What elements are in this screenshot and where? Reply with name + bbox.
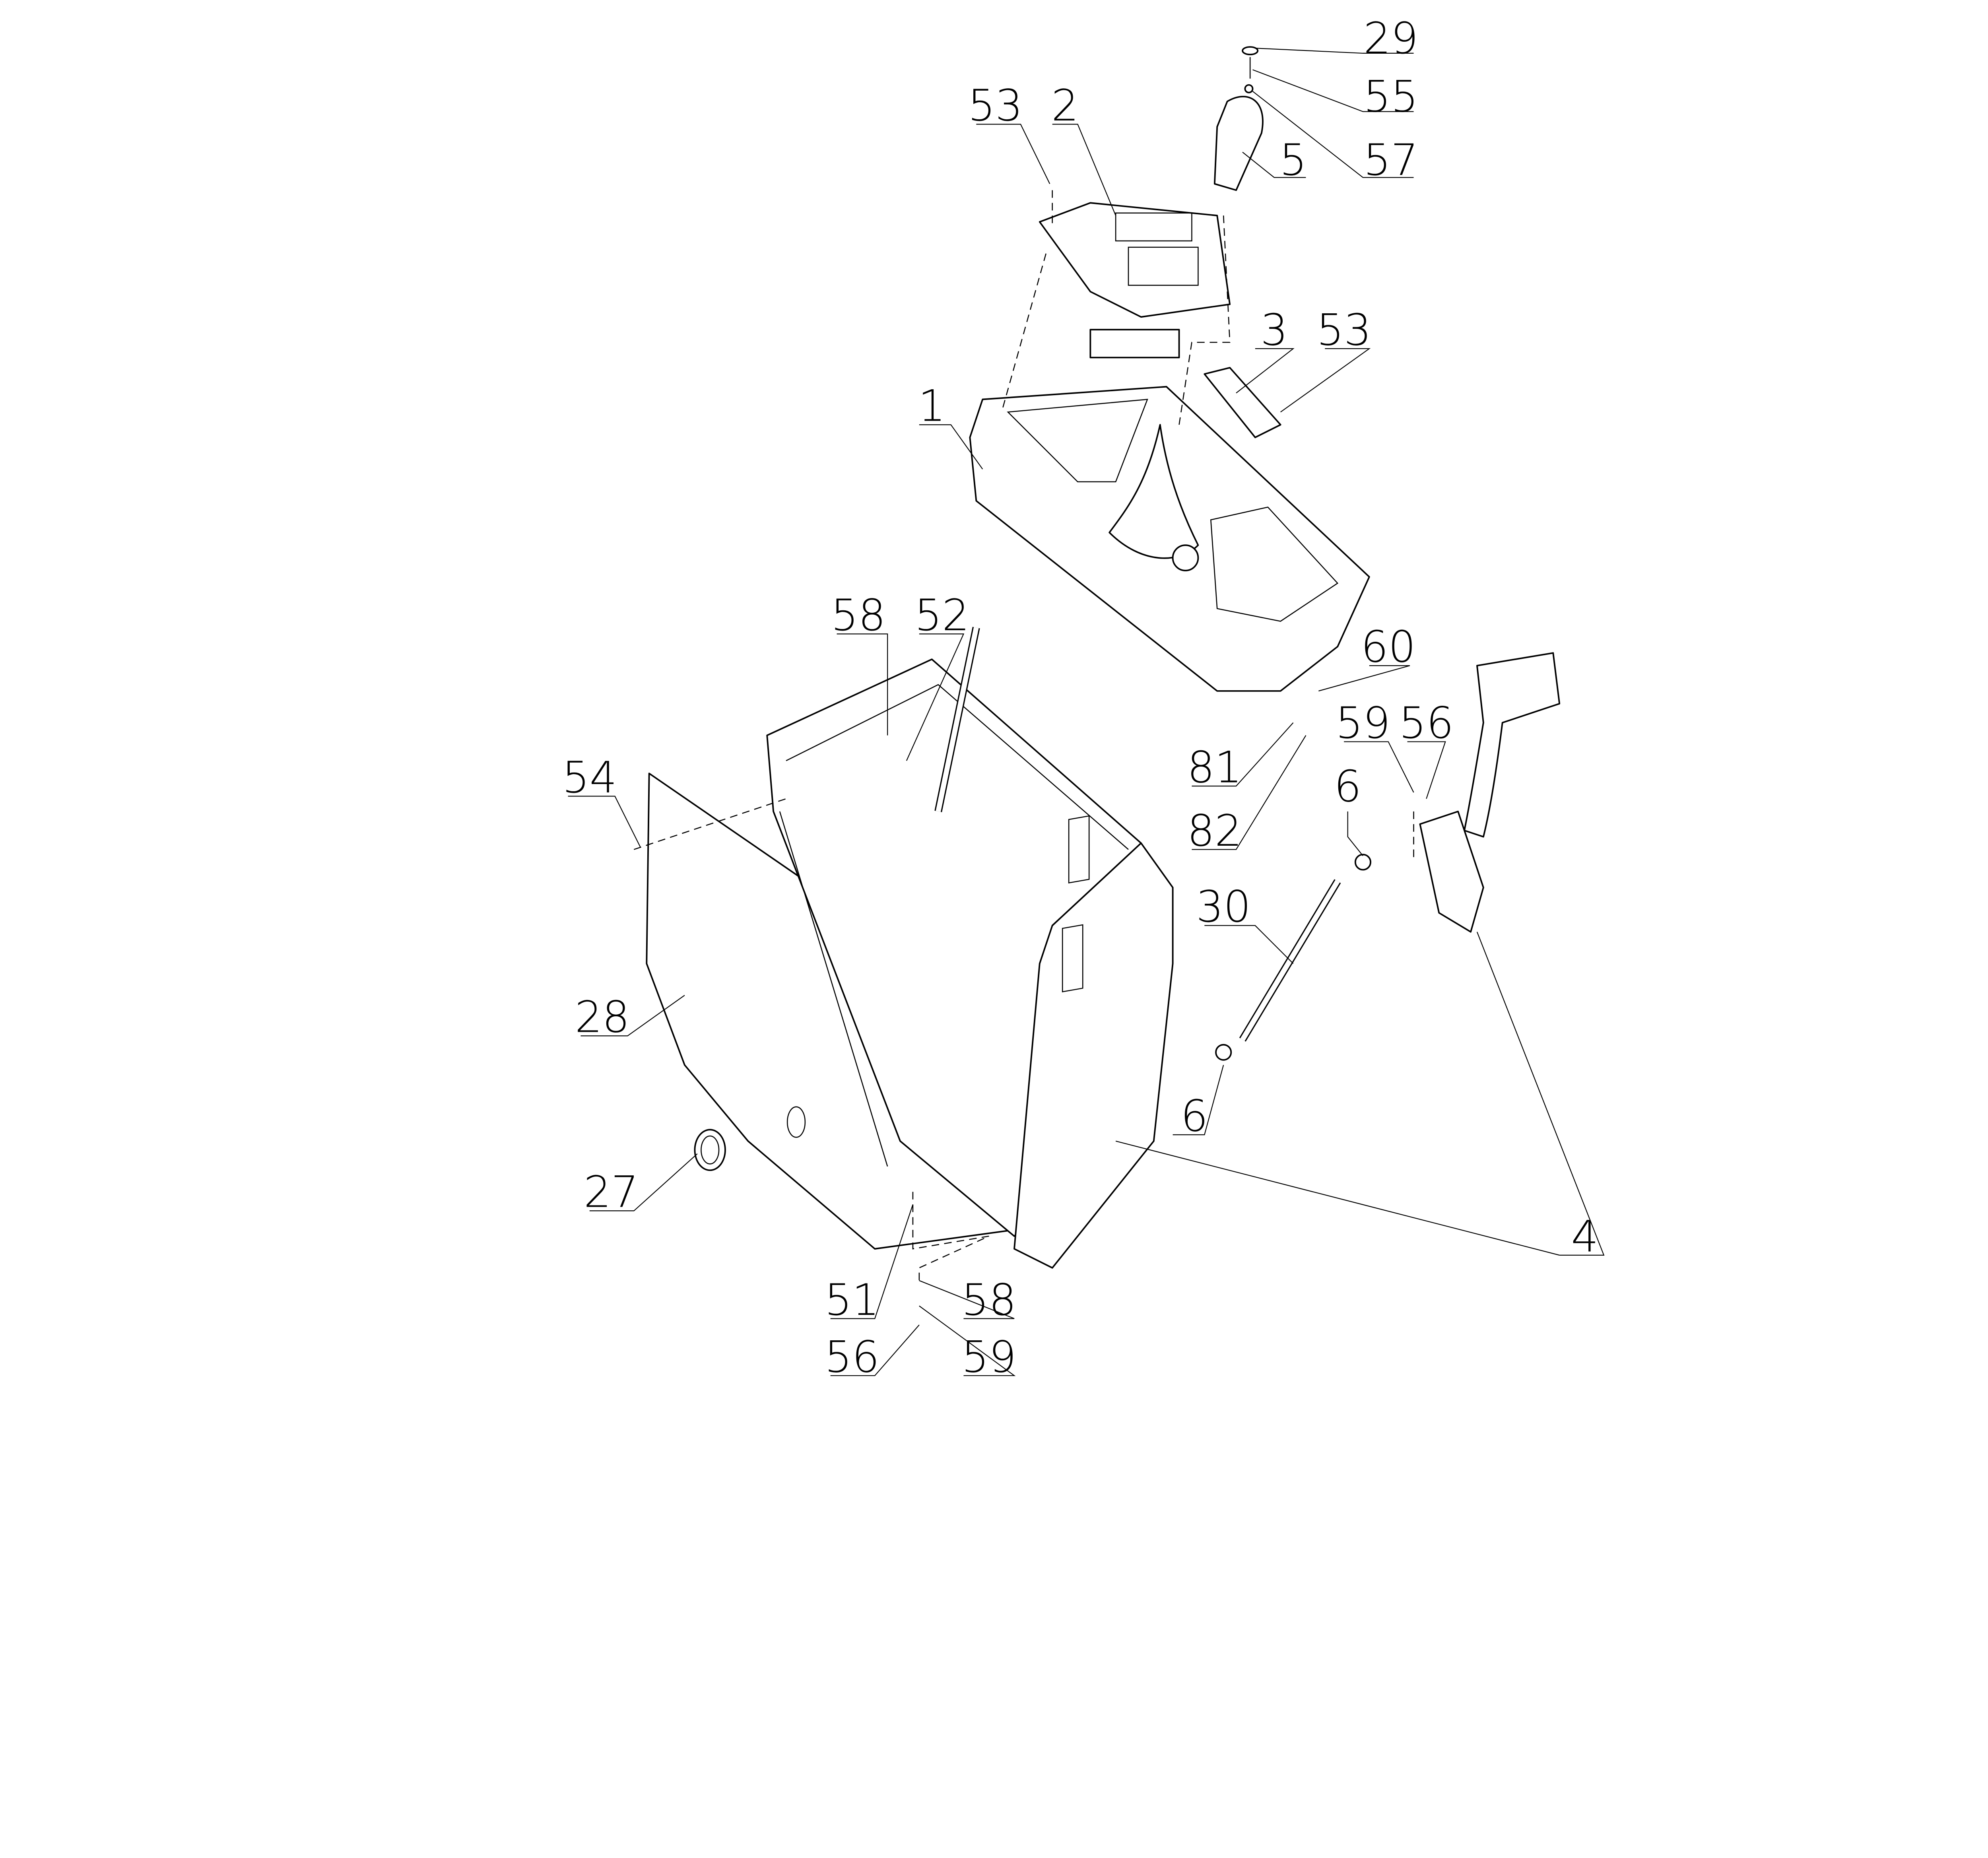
callout-28: 28 (575, 992, 630, 1043)
panel-hole (786, 1106, 806, 1138)
callout-81: 81 (1187, 742, 1242, 792)
part-3-switch-plate (1204, 367, 1281, 439)
gear-lever-boot (1109, 424, 1199, 559)
callout-6: 6 (1180, 1091, 1208, 1141)
parts-diagram: 29 55 57 5 53 2 3 53 1 58 52 60 59 56 81… (562, 13, 1605, 1382)
panel-display (1128, 247, 1199, 286)
frame-edge (786, 684, 1129, 850)
panel-display (1115, 212, 1192, 242)
callout-59: 59 (961, 1332, 1016, 1382)
part-6-ball-joint (1354, 854, 1371, 871)
joystick-base (1419, 810, 1484, 933)
frame-edge (779, 811, 888, 1167)
connector (1089, 329, 1180, 359)
callout-53: 53 (1316, 305, 1371, 355)
callout-57: 57 (1363, 135, 1418, 185)
callout-54: 54 (562, 752, 617, 803)
callout-58: 58 (831, 590, 886, 641)
callout-51: 51 (825, 1275, 879, 1325)
emergency-stop-button (1172, 544, 1199, 571)
part-27-grommet-inner (701, 1135, 720, 1165)
assembly-line (912, 1192, 989, 1281)
callout-55: 55 (1363, 72, 1418, 122)
callout-3: 3 (1260, 305, 1288, 355)
callout-30: 30 (1196, 881, 1251, 932)
part-57-washer (1244, 84, 1254, 93)
control-lever-rod-fill (936, 627, 979, 812)
callout-2: 2 (1051, 80, 1079, 131)
callout-6: 6 (1334, 761, 1361, 812)
assembly-line (1001, 253, 1046, 412)
cover-switch-panel (1210, 507, 1339, 622)
callout-27: 27 (584, 1167, 639, 1217)
callout-56: 56 (1399, 698, 1454, 748)
callout-58: 58 (961, 1275, 1016, 1325)
assembly-line (1178, 216, 1231, 425)
callout-1: 1 (918, 381, 945, 431)
part-6-ball-joint (1215, 1044, 1232, 1061)
callout-59: 59 (1336, 698, 1390, 748)
callout-82: 82 (1187, 806, 1242, 856)
callout-52: 52 (914, 590, 969, 641)
housing-slot (1062, 924, 1083, 992)
callout-60: 60 (1361, 622, 1416, 672)
callout-4: 4 (1571, 1211, 1598, 1262)
leader-lines (568, 48, 1605, 1376)
callout-56: 56 (825, 1332, 879, 1382)
housing-slot (1068, 815, 1090, 884)
part-2-instrument-panel (1039, 202, 1231, 318)
callout-5: 5 (1279, 135, 1307, 185)
part-29-cap (1242, 46, 1259, 56)
part-5-shift-knob (1213, 95, 1264, 191)
assembly-line (633, 798, 786, 850)
part-4-console-housing (1013, 842, 1174, 1269)
part-27-grommet (694, 1129, 726, 1171)
callout-53: 53 (968, 80, 1023, 131)
callout-29: 29 (1363, 13, 1418, 64)
part-4-joystick (1464, 652, 1561, 838)
cover-opening (1007, 399, 1148, 483)
